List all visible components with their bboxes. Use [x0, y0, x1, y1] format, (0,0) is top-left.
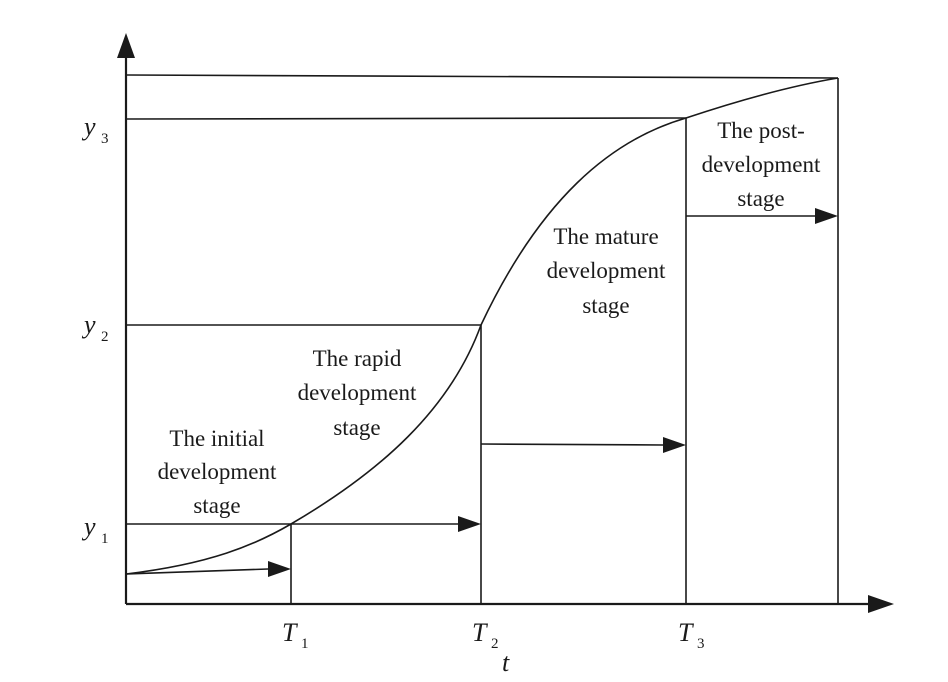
- y1-label: y: [81, 512, 96, 541]
- stage-rapid-line-1: The rapid: [313, 346, 402, 371]
- growth-curve: [125, 77, 839, 575]
- stage-post-line-1: The post-: [717, 118, 805, 143]
- T3-subscript: 3: [697, 636, 705, 652]
- stage-initial-line-1: The initial: [169, 426, 264, 451]
- stage-mature-line-1: The mature: [553, 224, 658, 249]
- y1-subscript: 1: [101, 531, 109, 547]
- x-axis-label: t: [502, 648, 510, 677]
- y3-label: y: [81, 112, 96, 141]
- arrow-initial-stage-head: [268, 561, 291, 577]
- T1-label: T: [282, 618, 298, 647]
- arrow-mature-stage-head: [663, 437, 686, 453]
- x-axis-arrowhead: [868, 595, 894, 613]
- stage-rapid-line-2: development: [298, 380, 417, 405]
- y2-subscript: 2: [101, 329, 109, 345]
- T1-subscript: 1: [301, 636, 309, 652]
- T2-label: T: [472, 618, 488, 647]
- y3-subscript: 3: [101, 131, 109, 147]
- arrow-post-stage-head: [815, 208, 838, 224]
- stage-post-line-3: stage: [737, 186, 784, 211]
- y-axis-arrowhead: [117, 33, 135, 58]
- stage-rapid-line-3: stage: [333, 415, 380, 440]
- stage-post-line-2: development: [702, 152, 821, 177]
- top-level-line: [125, 74, 839, 79]
- T2-subscript: 2: [491, 636, 499, 652]
- stage-initial-line-2: development: [158, 459, 277, 484]
- stage-initial-line-3: stage: [193, 493, 240, 518]
- arrow-rapid-stage-head: [458, 516, 481, 532]
- arrow-initial-stage: [125, 568, 269, 575]
- stage-mature-line-2: development: [547, 258, 666, 283]
- y2-label: y: [81, 310, 96, 339]
- stage-mature-line-3: stage: [582, 293, 629, 318]
- y3-level-line: [125, 117, 687, 120]
- arrow-mature-stage: [480, 443, 664, 446]
- T3-label: T: [678, 618, 694, 647]
